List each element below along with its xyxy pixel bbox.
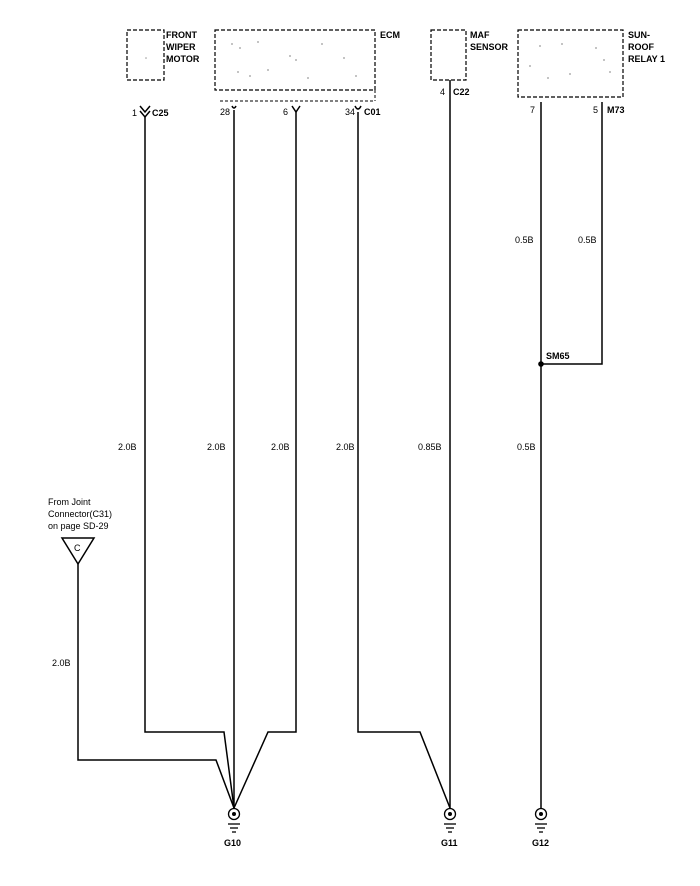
joint-connector-triangle-icon — [60, 537, 96, 566]
ecm-texture — [231, 41, 357, 79]
wiper-connector-symbol — [139, 105, 151, 114]
ecm-pin-6-terminal — [291, 105, 301, 114]
ecm-label: ECM — [380, 30, 400, 40]
wire-ecm-28-label: 2.0B — [207, 442, 226, 452]
wire-ecm-6-label: 2.0B — [271, 442, 290, 452]
ecm-box — [214, 29, 376, 91]
ecm: ECM — [214, 29, 400, 102]
ecm-pin-28-label: 28 — [220, 107, 230, 117]
sunroof-relay-box — [517, 29, 624, 98]
relay-pin-7-label: 7 — [530, 105, 535, 115]
ground-g11-icon — [443, 807, 457, 833]
relay-pin-5-label: 5 — [593, 105, 598, 115]
wiper-pin-label: 1 — [132, 108, 137, 118]
joint-connector-note-3: on page SD-29 — [48, 521, 109, 531]
front-wiper-motor-label-1: FRONT — [166, 30, 197, 40]
sunroof-relay-label-1: SUN- — [628, 30, 650, 40]
sunroof-relay-label-3: RELAY 1 — [628, 54, 665, 64]
sunroof-relay-label-2: ROOF — [628, 42, 655, 52]
front-wiper-motor-label-3: MOTOR — [166, 54, 200, 64]
wire-relay-5-label: 0.5B — [578, 235, 597, 245]
ecm-pin-6-label: 6 — [283, 107, 288, 117]
wire-joint-connector-label: 2.0B — [52, 658, 71, 668]
wire-relay-7-label: 0.5B — [515, 235, 534, 245]
wire-ecm-34-label: 2.0B — [336, 442, 355, 452]
wire-wiper-motor — [144, 117, 235, 809]
front-wiper-motor-box — [126, 29, 165, 81]
ecm-connector-label: C01 — [364, 107, 381, 117]
wire-maf-sensor-label: 0.85B — [418, 442, 442, 452]
wire-ecm-6 — [233, 112, 297, 809]
front-wiper-motor: FRONT WIPER MOTOR — [126, 29, 200, 81]
joint-connector-note-2: Connector(C31) — [48, 509, 112, 519]
joint-connector-letter: C — [74, 543, 81, 553]
maf-sensor-label-2: SENSOR — [470, 42, 509, 52]
wire-joint-connector — [77, 564, 235, 809]
wire-wiper-motor-label: 2.0B — [118, 442, 137, 452]
relay-connector-label: M73 — [607, 105, 625, 115]
ecm-pin-28-terminal — [231, 105, 237, 109]
relay-texture — [529, 43, 611, 79]
ground-g10-icon — [227, 807, 241, 833]
front-wiper-motor-label-2: WIPER — [166, 42, 196, 52]
wire-splice-down-label: 0.5B — [517, 442, 536, 452]
sunroof-relay: SUN- ROOF RELAY 1 — [517, 29, 665, 98]
wire-ecm-34 — [357, 112, 451, 809]
maf-sensor-box — [430, 29, 467, 81]
joint-connector-note-1: From Joint — [48, 497, 91, 507]
ground-g11-label: G11 — [441, 838, 458, 848]
wire-relay-5 — [541, 102, 603, 365]
maf-pin-label: 4 — [440, 87, 445, 97]
ecm-pin-34-label: 34 — [345, 107, 355, 117]
splice-sm65-dot — [538, 361, 544, 367]
maf-sensor: MAF SENSOR — [430, 29, 509, 81]
ground-g12-icon — [534, 807, 548, 833]
maf-connector-label: C22 — [453, 87, 470, 97]
maf-sensor-label-1: MAF — [470, 30, 490, 40]
ground-g12-label: G12 — [532, 838, 549, 848]
ground-g10-label: G10 — [224, 838, 241, 848]
ecm-pin-34-terminal — [354, 105, 362, 110]
wiper-connector-label: C25 — [152, 108, 169, 118]
splice-sm65-label: SM65 — [546, 351, 570, 361]
